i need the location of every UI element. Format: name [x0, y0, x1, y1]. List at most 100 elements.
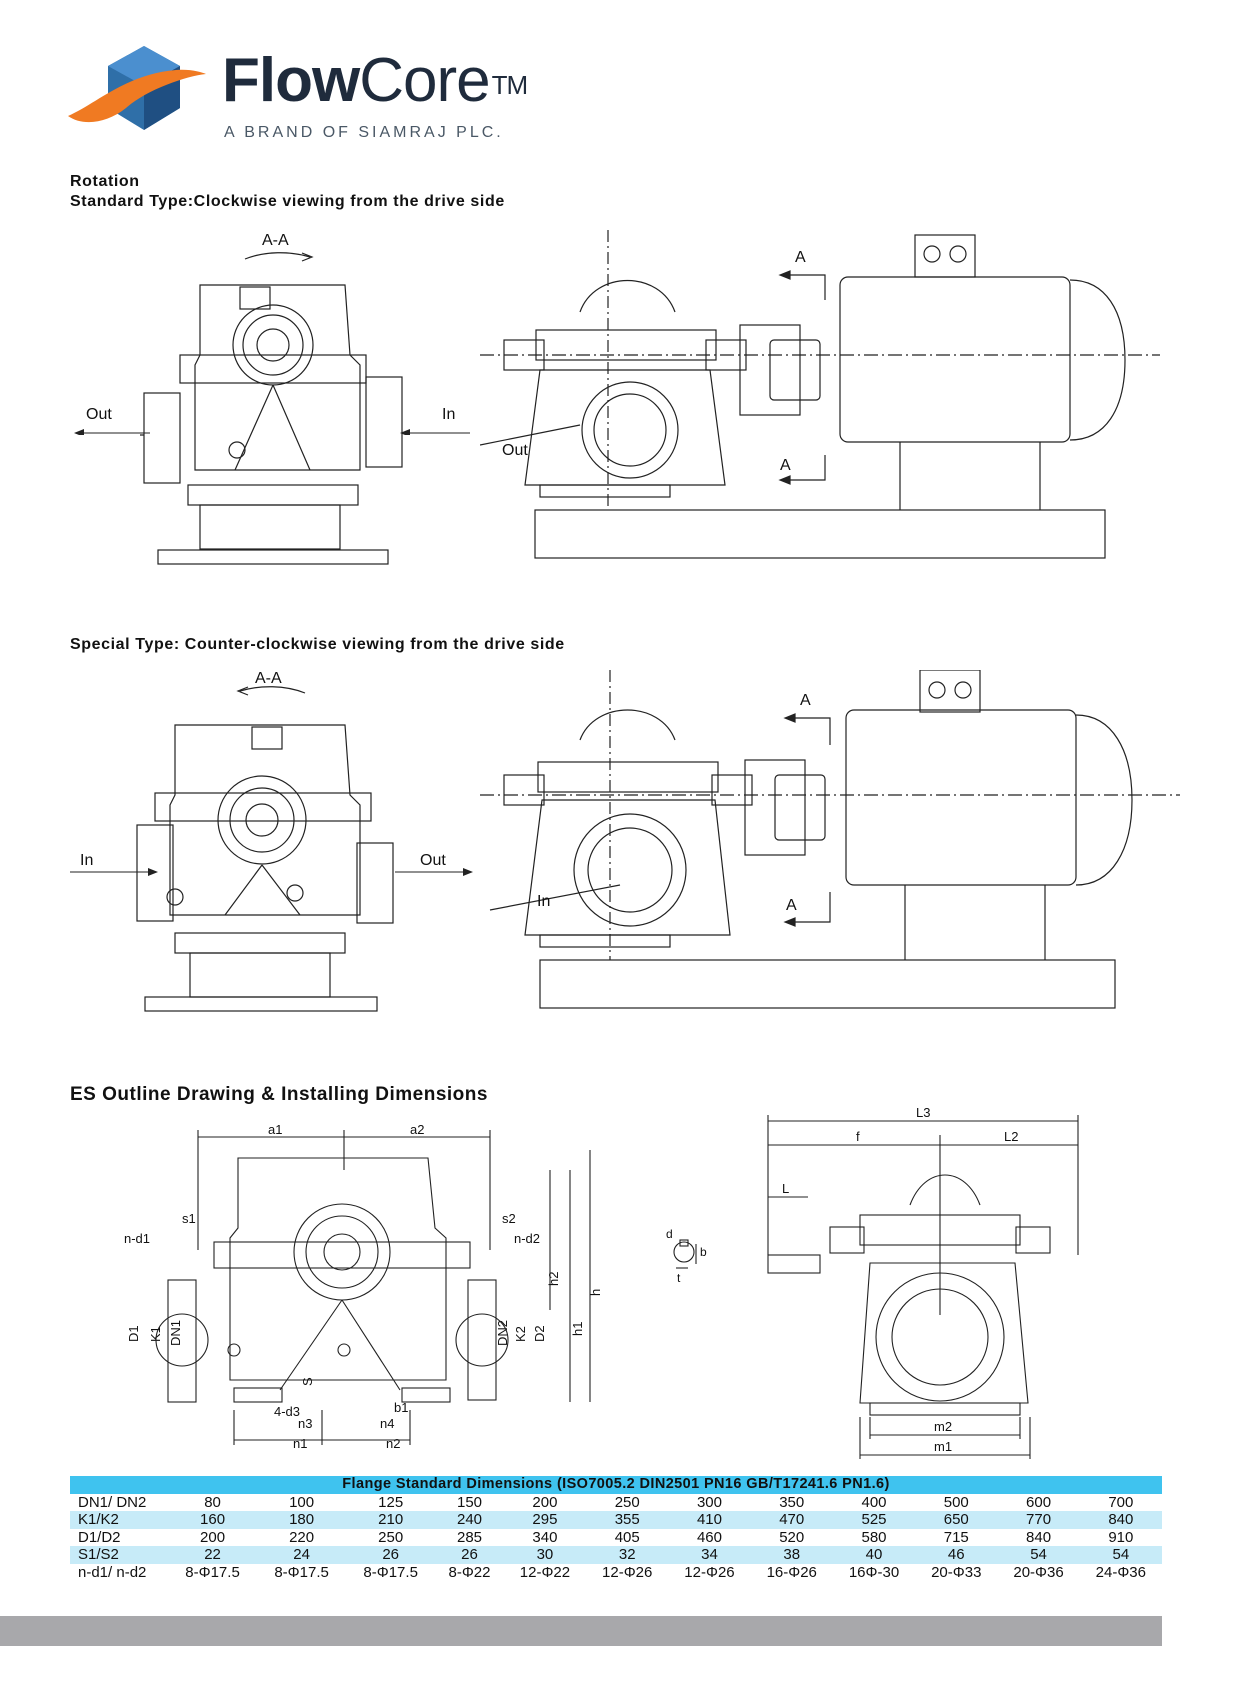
table-cell: 250: [614, 1493, 640, 1511]
table-cell: 150: [456, 1493, 483, 1511]
special-side-view-drawing: A A: [480, 670, 1180, 1009]
standard-front-view-drawing: A-A: [140, 232, 403, 565]
table-cell: 400: [861, 1493, 887, 1511]
row-label: K1/K2: [70, 1511, 168, 1529]
in-arrow-right: [70, 868, 158, 876]
row-label: S1/S2: [70, 1546, 168, 1564]
table-cell: 34: [668, 1546, 751, 1564]
table-cell: 8-Φ22: [448, 1563, 491, 1581]
table-cell: 460: [696, 1528, 722, 1546]
shaft-key-detail: d b t: [666, 1227, 707, 1284]
table-cell: 24-Φ36: [1095, 1563, 1146, 1581]
dim-b1: b1: [394, 1400, 408, 1415]
table-cell: 8-Φ17.5: [363, 1563, 418, 1581]
in-label-1: In: [442, 406, 456, 423]
table-cell: 910: [1108, 1528, 1134, 1546]
table-cell: 32: [586, 1546, 669, 1564]
table-cell: 8-Φ17.5: [274, 1563, 329, 1581]
table-title: Flange Standard Dimensions (ISO7005.2 DI…: [70, 1476, 1162, 1494]
out-label-2: Out: [502, 442, 528, 459]
table-cell: 405: [614, 1528, 640, 1546]
dim-d3: 4-d3: [274, 1404, 300, 1419]
outline-side-drawing: L3 f L2 L m2 m1: [767, 1105, 1079, 1459]
flange-dimension-table: Flange Standard Dimensions (ISO7005.2 DI…: [70, 1476, 1162, 1581]
table-cell: 210: [346, 1511, 436, 1529]
table-cell: 250: [378, 1528, 404, 1546]
special-type-title: Special Type: Counter-clockwise viewing …: [70, 636, 565, 653]
dim-S: S: [300, 1377, 315, 1386]
table-cell: 54: [997, 1546, 1080, 1564]
table-cell: 220: [289, 1528, 315, 1546]
table-cell: 16Φ-30: [848, 1563, 900, 1581]
table-title-row: Flange Standard Dimensions (ISO7005.2 DI…: [70, 1476, 1162, 1494]
dim-D1: D1: [126, 1325, 141, 1342]
dim-n4: n4: [380, 1416, 394, 1431]
flowcore-logo-mark: [68, 46, 206, 130]
in-arrow-left: [400, 429, 470, 435]
out-arrow-right: [395, 868, 473, 876]
table-cell: 300: [696, 1493, 722, 1511]
dim-L3: L3: [916, 1105, 930, 1120]
out-label-3: Out: [420, 852, 446, 869]
table-row: n-d1/ n-d2 8-Φ17.5 8-Φ17.5 8-Φ17.5 8-Φ22 12-Φ…: [70, 1564, 1162, 1582]
table-cell: 350: [779, 1493, 805, 1511]
table-cell: 8-Φ17.5: [185, 1563, 240, 1581]
table-cell: 200: [532, 1493, 558, 1511]
table-cell: 240: [435, 1511, 504, 1529]
dim-t: t: [677, 1271, 681, 1284]
dim-nd2: n-d2: [514, 1231, 540, 1246]
table-cell: 26: [346, 1546, 436, 1564]
table-cell: 500: [943, 1493, 969, 1511]
dim-f: f: [856, 1129, 860, 1144]
table-cell: 410: [668, 1511, 751, 1529]
out-label-1: Out: [86, 406, 112, 423]
table-cell: 46: [915, 1546, 998, 1564]
a-label-top-2: A: [800, 692, 811, 709]
out-arrow-left: [74, 429, 150, 435]
table-cell: 54: [1079, 1546, 1162, 1564]
table-cell: 12-Φ22: [519, 1563, 571, 1581]
dim-DN2: DN2: [495, 1320, 510, 1346]
table-cell: 24: [257, 1546, 347, 1564]
dim-n1: n1: [293, 1436, 307, 1451]
table-cell: 38: [750, 1546, 833, 1564]
table-cell: 180: [257, 1511, 347, 1529]
dim-K2: K2: [513, 1326, 528, 1342]
section-label: A-A: [262, 232, 289, 249]
in-label-3: In: [537, 893, 551, 910]
dim-n3: n3: [298, 1416, 312, 1431]
table-cell: 26: [435, 1546, 504, 1564]
table-cell: 22: [168, 1546, 258, 1564]
table-cell: 30: [503, 1546, 587, 1564]
table-cell: 580: [861, 1528, 887, 1546]
dim-a2: a2: [410, 1122, 424, 1137]
table-cell: 12-Φ26: [684, 1563, 735, 1581]
table-cell: 840: [1079, 1511, 1162, 1529]
table-cell: 650: [915, 1511, 998, 1529]
brand-wordmark: FlowCoreTM: [222, 46, 529, 115]
table-cell: 715: [943, 1528, 969, 1546]
table-cell: 200: [200, 1528, 226, 1546]
table-cell: 285: [456, 1528, 483, 1546]
brand-name-regular: Core: [359, 46, 490, 115]
dim-L2: L2: [1004, 1129, 1018, 1144]
row-label: n-d1/ n-d2: [78, 1563, 147, 1581]
table-cell: 16-Φ26: [766, 1563, 817, 1581]
table-cell: 100: [289, 1493, 315, 1511]
a-label-top: A: [795, 249, 806, 266]
table-cell: 520: [779, 1528, 805, 1546]
table-cell: 40: [832, 1546, 916, 1564]
standard-side-view-drawing: A A: [480, 230, 1160, 559]
brand-trademark: TM: [491, 70, 529, 100]
dim-m1: m1: [934, 1439, 952, 1454]
section-label-2: A-A: [255, 670, 282, 687]
standard-type-title: Standard Type:Clockwise viewing from the…: [70, 193, 505, 210]
dim-nd1: n-d1: [124, 1231, 150, 1246]
table-cell: 700: [1108, 1493, 1134, 1511]
table-cell: 840: [1026, 1528, 1052, 1546]
dim-L: L: [782, 1181, 789, 1196]
row-label: DN1/ DN2: [78, 1493, 147, 1511]
